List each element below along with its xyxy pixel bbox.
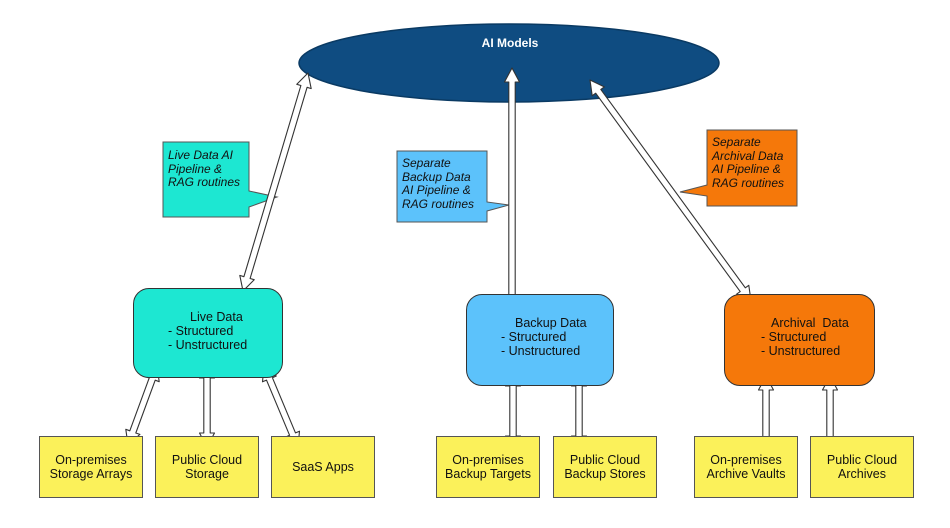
- source-onprem-archive-vaults-label: On-premises Archive Vaults: [706, 453, 786, 481]
- backup-data-item-structured: - Structured: [501, 330, 567, 344]
- source-onprem-archive-vaults[interactable]: On-premises Archive Vaults: [694, 436, 798, 498]
- arrow-ai-models-live-data: [239, 72, 312, 292]
- live-callout-text: Live Data AI Pipeline & RAG routines: [168, 148, 241, 189]
- source-onprem-storage-arrays[interactable]: On-premises Storage Arrays: [39, 436, 143, 498]
- source-public-cloud-archives[interactable]: Public Cloud Archives: [810, 436, 914, 498]
- backup-data-title: Backup Data: [515, 316, 587, 330]
- source-public-cloud-backup-stores-label: Public Cloud Backup Stores: [564, 453, 646, 481]
- source-onprem-backup-targets-label: On-premises Backup Targets: [445, 453, 531, 481]
- source-public-cloud-storage[interactable]: Public Cloud Storage: [155, 436, 259, 498]
- source-public-cloud-backup-stores[interactable]: Public Cloud Backup Stores: [553, 436, 657, 498]
- ai-models-label: AI Models: [481, 36, 539, 50]
- source-public-cloud-storage-label: Public Cloud Storage: [171, 453, 243, 481]
- source-onprem-backup-targets[interactable]: On-premises Backup Targets: [436, 436, 540, 498]
- archival-data-item-unstructured: - Unstructured: [761, 344, 841, 358]
- live-data-title: Live Data: [190, 310, 243, 324]
- archival-data-title: Archival Data: [771, 316, 849, 330]
- backup-data-node[interactable]: Backup Data - Structured - Unstructured: [466, 294, 614, 386]
- archival-callout-text: Separate Archival Data AI Pipeline & RAG…: [712, 135, 785, 190]
- arrow-group: [125, 67, 839, 453]
- live-data-item-unstructured: - Unstructured: [168, 338, 248, 352]
- live-data-node[interactable]: Live Data - Structured - Unstructured: [133, 288, 283, 378]
- archival-callout-shape: [679, 129, 798, 207]
- source-saas-apps[interactable]: SaaS Apps: [271, 436, 375, 498]
- arrow-ai-models-backup-data: [503, 67, 521, 311]
- live-data-item-structured: - Structured: [168, 324, 234, 338]
- live-callout-shape: [162, 141, 279, 218]
- backup-data-item-unstructured: - Unstructured: [501, 344, 581, 358]
- source-saas-apps-label: SaaS Apps: [292, 460, 354, 474]
- arrow-live-data-saas-apps: [261, 365, 301, 448]
- source-onprem-storage-arrays-label: On-premises Storage Arrays: [49, 453, 133, 481]
- backup-callout-text: Separate Backup Data AI Pipeline & RAG r…: [402, 156, 475, 211]
- backup-callout-shape: [396, 150, 510, 223]
- archival-data-node[interactable]: Archival Data - Structured - Unstructure…: [724, 294, 875, 386]
- source-public-cloud-archives-label: Public Cloud Archives: [826, 453, 898, 481]
- archival-data-item-structured: - Structured: [761, 330, 827, 344]
